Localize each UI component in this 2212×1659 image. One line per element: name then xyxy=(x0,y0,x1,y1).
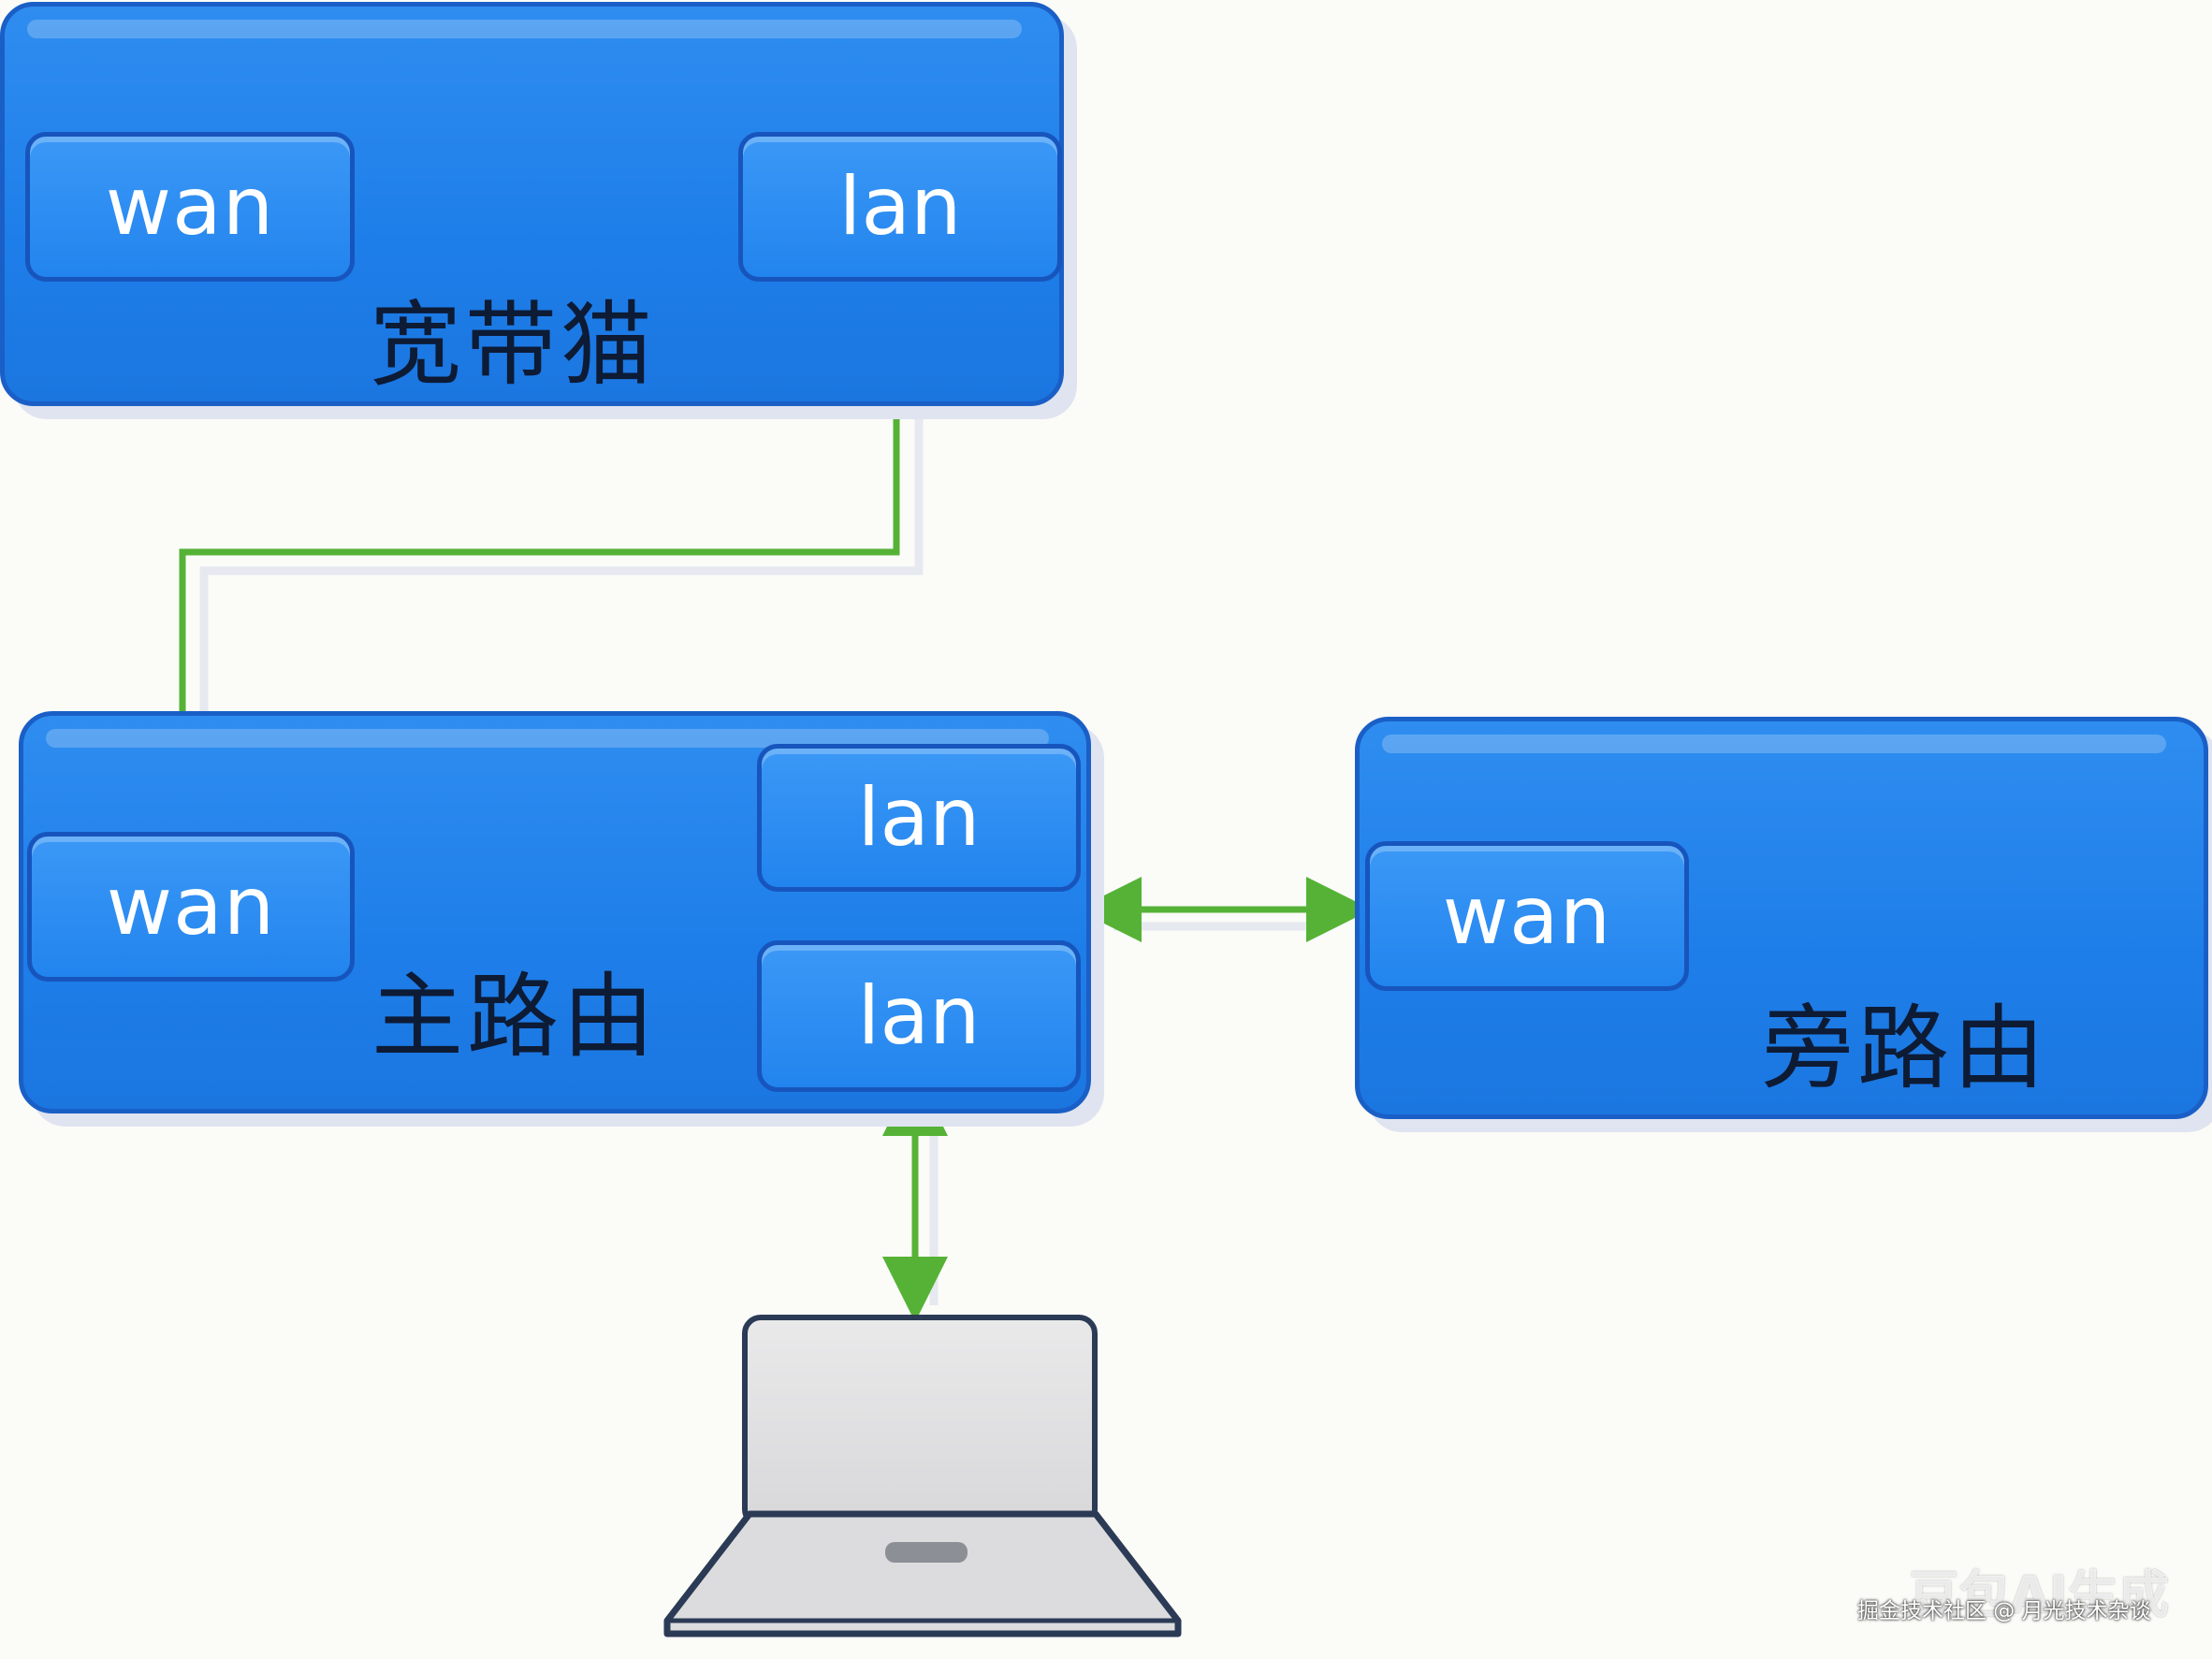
side-router-title: 旁路由 xyxy=(1762,996,2049,1102)
router-wan-port: wan xyxy=(27,832,355,982)
modem-lan-port: lan xyxy=(738,132,1062,282)
main-router: wan lan lan 主路由 xyxy=(19,711,1091,1113)
main-router-title: 主路由 xyxy=(371,964,659,1070)
side-router: wan 旁路由 xyxy=(1355,717,2208,1119)
side-router-wan-label: wan xyxy=(1442,869,1612,963)
router-lan-port-1: lan xyxy=(757,744,1081,892)
side-router-wan-port: wan xyxy=(1365,841,1689,991)
router-lan2-label: lan xyxy=(857,969,981,1063)
modem-wan-label: wan xyxy=(105,160,275,254)
router-lan1-label: lan xyxy=(857,771,981,865)
broadband-modem: wan lan 宽带猫 xyxy=(0,2,1064,406)
source-watermark: 掘金技术社区 @ 月光技术杂谈 xyxy=(1857,1599,2151,1623)
ai-generated-badge: 豆包AI生成 xyxy=(1909,1565,2169,1624)
laptop-touchpad xyxy=(885,1542,968,1563)
laptop-keyboard-base xyxy=(663,1510,1182,1637)
modem-title: 宽带猫 xyxy=(370,292,657,399)
link-modem-lan-to-router-wan xyxy=(150,278,929,822)
modem-wan-port: wan xyxy=(25,132,355,282)
modem-lan-label: lan xyxy=(838,160,962,254)
laptop-screen xyxy=(742,1315,1098,1528)
router-wan-label: wan xyxy=(106,860,276,953)
router-lan-port-2: lan xyxy=(757,940,1081,1092)
